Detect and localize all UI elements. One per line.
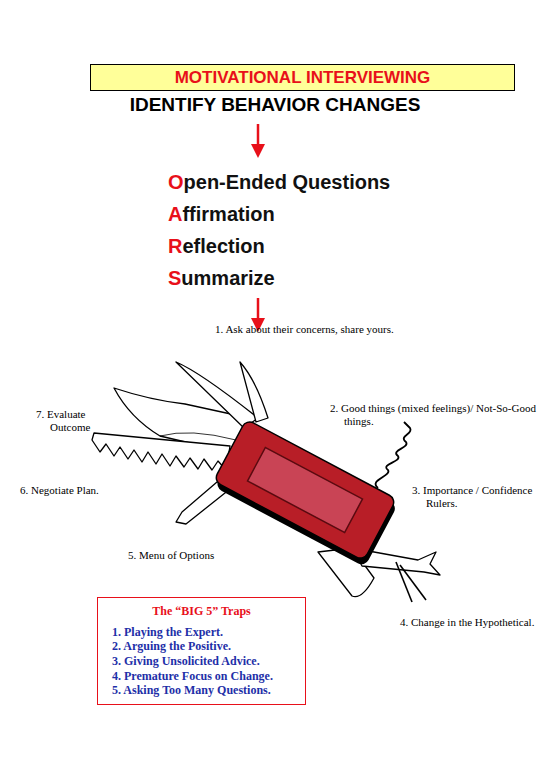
tool-label: 4. Change in the Hypothetical.: [400, 616, 544, 629]
initial-letter: A: [168, 203, 182, 225]
heading: IDENTIFY BEHAVIOR CHANGES: [60, 94, 490, 116]
oars-item: Affirmation: [168, 203, 468, 226]
tool-label: 2. Good things (mixed feelings)/ Not-So-…: [330, 402, 544, 427]
down-arrow: [251, 124, 265, 332]
title-box: MOTIVATIONAL INTERVIEWING: [90, 64, 515, 91]
oars-item: Summarize: [168, 267, 468, 290]
tool-label: 7. Evaluate Outcome: [36, 408, 122, 433]
title: MOTIVATIONAL INTERVIEWING: [175, 68, 431, 88]
knife-handle: [211, 419, 400, 567]
trap-item: 4. Premature Focus on Change.: [112, 669, 295, 684]
knife-tools: [92, 362, 440, 602]
tool-label: 5. Menu of Options: [128, 549, 272, 562]
tool-label: 3. Importance / Confidence Rulers.: [412, 484, 546, 509]
tool-label: 6. Negotiate Plan.: [20, 484, 154, 497]
trap-item: 2. Arguing the Positive.: [112, 639, 295, 654]
word-rest: eflection: [182, 235, 264, 257]
box-heading: The “BIG 5” Traps: [108, 604, 295, 619]
word-rest: pen-Ended Questions: [184, 171, 391, 193]
initial-letter: O: [168, 171, 184, 193]
oars-item: Reflection: [168, 235, 468, 258]
trap-item: 5. Asking Too Many Questions.: [112, 683, 295, 698]
tool-label: 1. Ask about their concerns, share yours…: [215, 323, 404, 336]
trap-item: 1. Playing the Expert.: [112, 625, 295, 640]
initial-letter: R: [168, 235, 182, 257]
initial-letter: S: [168, 267, 181, 289]
trap-item: 3. Giving Unsolicited Advice.: [112, 654, 295, 669]
oars-item: Open-Ended Questions: [168, 171, 468, 194]
traps-box: The “BIG 5” Traps 1. Playing the Expert.2…: [97, 597, 306, 705]
word-rest: ummarize: [181, 267, 274, 289]
word-rest: ffirmation: [182, 203, 274, 225]
